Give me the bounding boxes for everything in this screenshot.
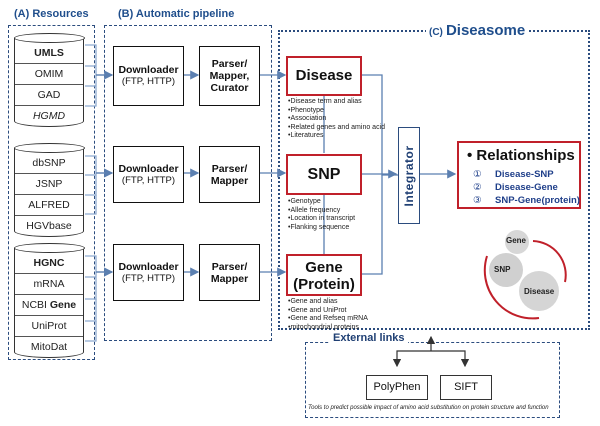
cylinder-top <box>13 143 85 153</box>
disease-entity: Disease <box>286 56 362 96</box>
parser-line: Parser/ <box>211 58 248 70</box>
parser-mapper-snp: Parser/ Mapper <box>199 146 260 203</box>
diseasome-prefix: (C) <box>429 27 443 38</box>
resource-ncbi-gene: NCBI Gene <box>15 294 83 315</box>
relationship-number: ③ <box>473 195 482 206</box>
external-links-note: Tools to predict possible impact of amin… <box>308 405 549 411</box>
gene-notes: Gene and alias Gene and UniProt Gene and… <box>288 298 368 333</box>
downloader-title: Downloader <box>118 261 179 273</box>
resource-gad: GAD <box>15 84 83 105</box>
resource-ncbi-prefix: NCBI <box>21 299 50 311</box>
pipeline-label: (B) Automatic pipeline <box>118 8 235 20</box>
parser-line: Mapper, <box>209 70 250 82</box>
relationship-label: SNP-Gene(protein) <box>495 195 580 206</box>
gene-protein-entity: Gene (Protein) <box>286 254 362 296</box>
gene-note: mitochondrial proteins <box>288 324 368 333</box>
gene-note: Gene and UniProt <box>288 307 368 316</box>
resource-omim: OMIM <box>15 63 83 84</box>
relationships-box: • Relationships ① Disease-SNP ② Disease-Ge… <box>457 141 581 209</box>
resource-umls: UMLS <box>34 47 64 59</box>
relationship-number: ① <box>473 169 482 180</box>
resource-jsnp: JSNP <box>15 173 83 194</box>
gene-note: Gene and Refseq mRNA <box>288 315 367 324</box>
relationship-disease-snp: ① Disease-SNP <box>473 169 554 180</box>
snp-note: Location in transcript <box>288 215 355 224</box>
resource-dbsnp: dbSNP <box>32 157 66 169</box>
snp-entity-label: SNP <box>307 166 341 183</box>
sift-tool: SIFT <box>440 375 492 400</box>
relationship-disease-gene: ② Disease-Gene <box>473 182 558 193</box>
parser-mapper-curator: Parser/ Mapper, Curator <box>199 46 260 106</box>
diseasome-label: (C) Diseasome <box>426 22 529 39</box>
protein-entity-label: (Protein) <box>293 276 355 293</box>
relationship-snp-gene: ③ SNP-Gene(protein) <box>473 195 580 206</box>
disease-note: Association <box>288 115 385 124</box>
resource-ncbi-suffix: Gene <box>49 299 77 311</box>
diseasome-title: Diseasome <box>445 22 526 39</box>
gear-graphic <box>489 230 559 311</box>
downloader-protocols: (FTP, HTTP) <box>121 76 176 87</box>
resource-hgvbase: HGVbase <box>15 215 83 236</box>
downloader-1: Downloader (FTP, HTTP) <box>113 46 184 106</box>
external-links-label: External links <box>330 332 408 344</box>
polyphen-label: PolyPhen <box>373 381 421 393</box>
resource-mitodat: MitoDat <box>15 336 83 357</box>
resource-hgmd: HGMD <box>15 105 83 126</box>
gene-note: Gene and alias <box>288 298 368 307</box>
downloader-protocols: (FTP, HTTP) <box>121 175 176 186</box>
disease-note: Disease term and alias <box>288 98 385 107</box>
downloader-2: Downloader (FTP, HTTP) <box>113 146 184 203</box>
parser-line: Parser/ <box>211 261 248 273</box>
parser-line: Curator <box>210 82 249 94</box>
integrator-label: Integrator <box>402 144 416 207</box>
resource-mrna: mRNA <box>15 273 83 294</box>
resource-group-umls: UMLS OMIM GAD HGMD <box>13 33 85 127</box>
downloader-protocols: (FTP, HTTP) <box>121 273 176 284</box>
snp-note: Allele frequency <box>288 207 355 216</box>
relationship-label: Disease-SNP <box>495 169 554 180</box>
resource-hgnc: HGNC <box>33 257 65 269</box>
integrator-box: Integrator <box>398 127 420 224</box>
disease-notes: Disease term and alias Phenotype Associa… <box>288 98 385 141</box>
gear-disease-label: Disease <box>524 287 555 296</box>
resource-uniprot: UniProt <box>15 315 83 336</box>
disease-note: Related genes and amino acid <box>288 124 385 133</box>
relationship-label: Disease-Gene <box>495 182 558 193</box>
resource-group-snp: dbSNP JSNP ALFRED HGVbase <box>13 143 85 237</box>
parser-line: Parser/ <box>211 163 248 175</box>
snp-note: Genotype <box>288 198 355 207</box>
parser-line: Mapper <box>210 273 249 285</box>
relationship-number: ② <box>473 182 482 193</box>
pipeline-box <box>104 25 272 341</box>
resources-box <box>8 25 95 360</box>
resources-label: (A) Resources <box>14 8 89 20</box>
resource-group-gene: HGNC mRNA NCBI Gene UniProt MitoDat <box>13 243 85 358</box>
downloader-3: Downloader (FTP, HTTP) <box>113 244 184 301</box>
gear-snp-label: SNP <box>494 265 511 274</box>
relationships-title: • Relationships <box>467 147 575 164</box>
cylinder-top <box>13 243 85 253</box>
disease-note: Literatures <box>288 132 385 141</box>
downloader-title: Downloader <box>118 163 179 175</box>
parser-line: Mapper <box>210 175 249 187</box>
parser-mapper-gene: Parser/ Mapper <box>199 244 260 301</box>
downloader-title: Downloader <box>118 64 179 76</box>
snp-entity: SNP <box>286 154 362 195</box>
snp-note: Flanking sequence <box>288 224 355 233</box>
resource-alfred: ALFRED <box>15 194 83 215</box>
disease-entity-label: Disease <box>295 67 353 84</box>
gear-gene-label: Gene <box>506 236 527 245</box>
sift-label: SIFT <box>454 381 478 393</box>
disease-note: Phenotype <box>288 107 385 116</box>
gene-entity-label: Gene <box>305 259 343 276</box>
polyphen-tool: PolyPhen <box>366 375 428 400</box>
cylinder-top <box>13 33 85 43</box>
snp-notes: Genotype Allele frequency Location in tr… <box>288 198 355 232</box>
